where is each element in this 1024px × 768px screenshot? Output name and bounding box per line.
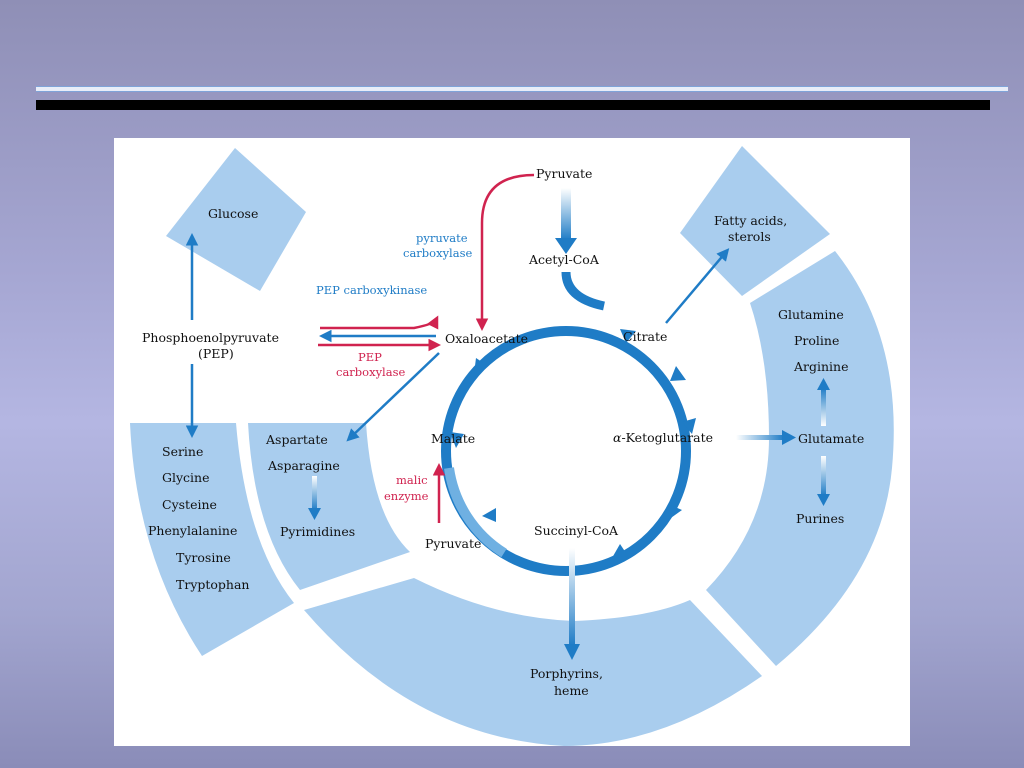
acetylcoa-label: Acetyl-CoA: [528, 252, 600, 267]
sterols-label: sterols: [728, 229, 771, 244]
citrate-to-fatty-acids-arrow: [665, 248, 730, 324]
pyrimidines-label: Pyrimidines: [280, 524, 355, 539]
citric-acid-cycle-diagram: Glucose Fatty acids, sterols Pyruvate Ac…: [130, 146, 894, 746]
pyruvate-to-acetylcoa-arrow: [561, 188, 571, 240]
pathway-figure: Glucose Fatty acids, sterols Pyruvate Ac…: [114, 138, 910, 746]
asparagine-to-pyrimidines-arrowhead: [308, 508, 321, 520]
porphyrins-box: [304, 578, 762, 746]
title-rule-thick: [36, 100, 990, 110]
aspartate-label: Aspartate: [265, 432, 328, 447]
malate-label: Malate: [431, 431, 475, 446]
alpha-symbol: α: [613, 430, 622, 445]
succinylcoa-label: Succinyl-CoA: [534, 523, 619, 538]
pep-carboxykinase-label: PEP carboxykinase: [316, 283, 427, 297]
cycle-arrowhead: [670, 366, 686, 381]
arginine-label: Arginine: [793, 359, 849, 374]
cycle-arrowhead: [612, 544, 628, 558]
title-rule-thin: [36, 86, 1008, 92]
glutamate-to-arginine-arrow: [821, 388, 826, 426]
cycle-arrowhead: [668, 504, 682, 520]
asparagine-to-pyrimidines-arrow: [312, 476, 317, 510]
pyruvate-carboxylase-label-2: carboxylase: [403, 246, 472, 260]
fatty-acids-label: Fatty acids,: [714, 213, 787, 228]
oxaloacetate-to-aspartate-arrow: [346, 352, 440, 442]
pyruvate-carboxylase-label-1: pyruvate: [416, 231, 468, 245]
heme-label: heme: [554, 683, 589, 698]
glucose-label: Glucose: [208, 206, 258, 221]
pep-carboxylase-label-1: PEP: [358, 350, 382, 364]
right-amino-box: [706, 251, 894, 666]
cysteine-label: Cysteine: [162, 497, 217, 512]
tryptophan-label: Tryptophan: [176, 577, 249, 592]
pyruvate-bottom-label: Pyruvate: [425, 536, 481, 551]
amino-acids-left-box: [130, 423, 294, 656]
glutamate-label: Glutamate: [798, 431, 864, 446]
serine-label: Serine: [162, 444, 203, 459]
aspartate-box: [248, 423, 410, 590]
pep-carboxylase-label-2: carboxylase: [336, 365, 405, 379]
glutamate-to-purines-arrowhead: [817, 494, 830, 506]
acetylcoa-to-citrate-arrow: [561, 271, 606, 311]
porphyrins-label: Porphyrins,: [530, 666, 603, 681]
malic-enzyme-label-1: malic: [396, 473, 428, 487]
cycle-arrowhead: [482, 508, 496, 522]
pyruvate-to-acetylcoa-arrowhead: [555, 238, 577, 254]
cycle-ring-fade: [444, 467, 507, 558]
citrate-label: Citrate: [623, 329, 667, 344]
glutamine-label: Glutamine: [778, 307, 844, 322]
tyrosine-label: Tyrosine: [176, 550, 231, 565]
asparagine-label: Asparagine: [267, 458, 340, 473]
alpha-ketoglutarate-label: α-Ketoglutarate: [613, 430, 713, 445]
succinylcoa-to-porphyrins-arrowhead: [564, 644, 580, 660]
cycle-arrowhead: [682, 418, 696, 434]
malic-enzyme-label-2: enzyme: [384, 489, 429, 503]
purines-label: Purines: [796, 511, 844, 526]
ketoglutarate-to-glutamate-arrow: [736, 435, 784, 440]
cycle-arrowhead: [474, 358, 488, 374]
pep-carboxykinase-red-arrow: [320, 315, 439, 330]
pyruvate-top-label: Pyruvate: [536, 166, 592, 181]
ketoglutarate-text: -Ketoglutarate: [621, 430, 713, 445]
pep-label-1: Phosphoenolpyruvate: [142, 330, 279, 345]
glutamate-to-arginine-arrowhead: [817, 378, 830, 390]
pep-label-2: (PEP): [198, 346, 234, 361]
cycle-arrowhead: [620, 329, 636, 343]
glutamate-to-purines-arrow: [821, 456, 826, 496]
pyruvate-carboxylase-arrow: [475, 173, 535, 331]
glycine-label: Glycine: [162, 470, 210, 485]
ketoglutarate-to-glutamate-arrowhead: [782, 430, 796, 445]
cycle-arrowhead: [450, 432, 464, 448]
oxaloacetate-label: Oxaloacetate: [445, 331, 528, 346]
phenylalanine-label: Phenylalanine: [148, 523, 237, 538]
proline-label: Proline: [794, 333, 839, 348]
glucose-box: [166, 148, 306, 291]
succinylcoa-to-porphyrins-arrow: [569, 548, 575, 646]
cycle-ring: [441, 326, 691, 576]
